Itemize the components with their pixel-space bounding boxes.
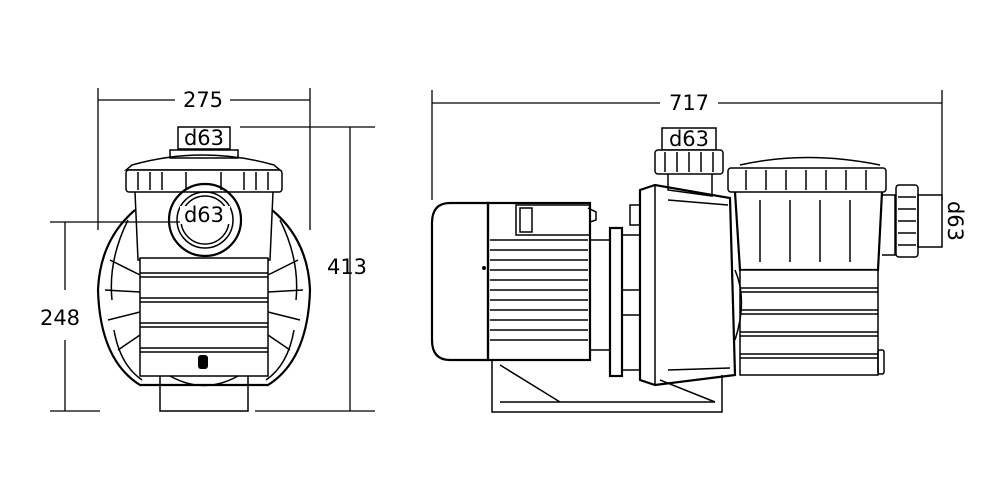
height-total-label: 413 — [327, 255, 367, 279]
side-inlet-port: d63 — [882, 184, 967, 258]
front-top-port: d63 — [169, 126, 239, 159]
front-base — [159, 375, 249, 412]
strainer-lid — [123, 154, 283, 193]
drain-plug — [198, 355, 208, 369]
pump-volute — [638, 183, 737, 387]
side-inlet-port-label: d63 — [943, 201, 967, 241]
strainer-housing — [134, 191, 274, 377]
motor-fan-cover — [430, 201, 490, 362]
motor-flange — [589, 204, 641, 378]
length-dimension: 717 — [431, 90, 943, 200]
width-dimension: 275 — [97, 88, 311, 230]
side-strainer — [727, 156, 887, 376]
side-top-port-label: d63 — [669, 127, 709, 151]
volute-body — [96, 209, 312, 387]
length-label: 717 — [669, 91, 709, 115]
front-inlet-port-label: d63 — [184, 203, 224, 227]
height-axis-label: 248 — [40, 306, 80, 330]
side-top-port: d63 — [654, 127, 724, 197]
front-top-port-label: d63 — [184, 126, 224, 150]
front-inlet-port: d63 — [167, 182, 243, 258]
height-total-dimension: 413 — [240, 126, 375, 412]
side-base — [491, 360, 723, 413]
motor-body — [486, 201, 597, 362]
side-view: 717 — [430, 90, 967, 413]
front-view: 275 413 248 d63 — [40, 88, 375, 412]
width-label: 275 — [183, 88, 223, 112]
